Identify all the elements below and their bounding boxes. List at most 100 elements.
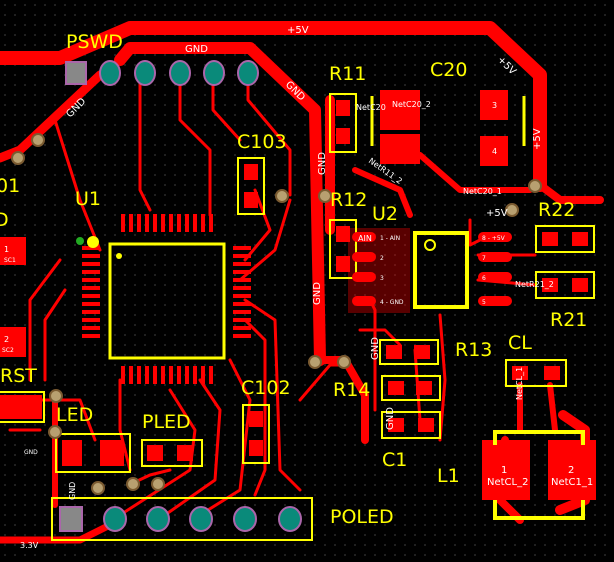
net-label-sc2: SC2 xyxy=(2,347,14,354)
via-2 xyxy=(11,151,25,165)
u2-pin4-label: 4 - GND xyxy=(380,299,404,306)
l1-inductor xyxy=(482,430,596,520)
u2-pin-8 xyxy=(478,232,512,242)
l1-pad-1 xyxy=(482,440,530,500)
c103-pad-2 xyxy=(244,192,258,208)
via-11 xyxy=(126,477,140,491)
u2-pin7-label: 7 xyxy=(482,255,486,262)
label-led: LED xyxy=(56,404,93,426)
left-pad-sc2 xyxy=(0,327,26,357)
via-12 xyxy=(151,477,165,491)
label-rst: RST xyxy=(0,365,37,387)
c102-pad-1 xyxy=(249,411,263,427)
label-u1: U1 xyxy=(75,188,101,210)
r12-pad-2 xyxy=(336,256,350,272)
label-r11: R11 xyxy=(329,63,366,85)
net-label-gnd-vert2: GND xyxy=(312,282,323,305)
r12-outline xyxy=(329,219,357,279)
label-poled: POLED xyxy=(330,506,394,528)
sig-7 xyxy=(243,298,302,492)
rst-pad xyxy=(0,395,42,419)
c103-outline xyxy=(237,157,265,215)
r14-pad-1 xyxy=(388,381,404,395)
r11-pad-2 xyxy=(336,128,350,144)
pled-pad-1 xyxy=(147,445,163,461)
l1-pad-2 xyxy=(548,440,596,500)
l1-pad2-net: NetC1_1 xyxy=(551,477,593,488)
via-13 xyxy=(91,481,105,495)
c103-pad-1 xyxy=(244,164,258,180)
pswd-pad-1 xyxy=(65,61,87,85)
via-6 xyxy=(337,355,351,369)
label-pswd: PSWD xyxy=(66,31,123,53)
trace-gnd-lower xyxy=(316,356,369,444)
u2-pin2-label: 2 xyxy=(380,255,384,262)
r22-pad-2 xyxy=(572,232,588,246)
via-9 xyxy=(49,389,63,403)
poled-pad-3 xyxy=(146,506,170,532)
label-cl: CL xyxy=(508,332,532,354)
via-5 xyxy=(308,355,322,369)
net-label-netcl-1: NetCL_1 xyxy=(515,367,524,400)
u2-pin-5 xyxy=(478,296,512,306)
pled-outline xyxy=(141,439,203,467)
r14-outline xyxy=(381,375,441,401)
net-label-sc1: SC1 xyxy=(4,257,16,264)
u1-pins-left xyxy=(82,246,100,338)
sig-12 xyxy=(28,258,62,382)
poled-pad-6 xyxy=(278,506,302,532)
left-pad2-num: 2 xyxy=(4,335,9,344)
label-r12: R12 xyxy=(330,189,367,211)
r11-pad-1 xyxy=(336,100,350,116)
c102-outline xyxy=(242,404,270,464)
net-label-netc20-2: NetC20_2 xyxy=(392,100,431,109)
via-4 xyxy=(318,189,332,203)
pad-text: 1 NetCL_2 2 NetC1_1 3 4 1 2 1 - AIN 2 3 … xyxy=(4,101,593,488)
sig-13 xyxy=(43,288,67,382)
r22-outline xyxy=(535,225,595,253)
via-8 xyxy=(505,203,519,217)
net-label-netc20-1: NetC20_1 xyxy=(463,187,502,196)
net-label-gnd-r13: GND xyxy=(370,337,381,360)
net-label-gnd-r14: GND xyxy=(385,407,396,430)
pswd-pad-6 xyxy=(237,60,259,86)
sig-23 xyxy=(468,218,482,247)
rst-outline xyxy=(0,391,45,423)
cl-pad-2 xyxy=(544,366,560,380)
sig-1 xyxy=(138,70,152,212)
label-r13: R13 xyxy=(455,339,492,361)
u1-pin1-dot xyxy=(116,253,122,259)
u1-ic xyxy=(76,214,251,384)
c20-pad-4 xyxy=(480,136,508,166)
via-7 xyxy=(528,179,542,193)
u2-pin8-label: 8 - +5V xyxy=(482,235,506,242)
pswd-pad-4 xyxy=(169,60,191,86)
poled-outline xyxy=(51,497,313,541)
u2-outline xyxy=(413,231,469,309)
u2-pin-6 xyxy=(478,272,512,282)
l1-pad2-num: 2 xyxy=(568,465,574,476)
r13-pad-1 xyxy=(386,345,402,359)
l1-pad1-num: 1 xyxy=(501,465,507,476)
c20-pad-1 xyxy=(380,90,420,130)
c20-pad-2 xyxy=(380,134,420,164)
net-label-gnd-top: GND xyxy=(185,44,208,55)
sig-2 xyxy=(178,70,212,217)
net-label-gnd-poled: GND xyxy=(68,482,77,500)
label-r22: R22 xyxy=(538,199,575,221)
u2-ic xyxy=(352,231,512,309)
label-l1: L1 xyxy=(437,465,460,487)
sig-5 xyxy=(243,188,272,262)
led-pad-2 xyxy=(100,440,124,466)
u1-pins-bottom xyxy=(121,366,213,384)
label-c1: C1 xyxy=(382,449,407,471)
poled-connector xyxy=(51,497,313,541)
cl-outline xyxy=(505,359,567,387)
trace-cl-c1 xyxy=(547,382,558,433)
trace-gnd-diag xyxy=(114,42,326,366)
net-label-netc20-pad: NetC20 xyxy=(356,103,386,112)
sig-16 xyxy=(53,118,102,252)
r21-outline xyxy=(535,271,595,299)
